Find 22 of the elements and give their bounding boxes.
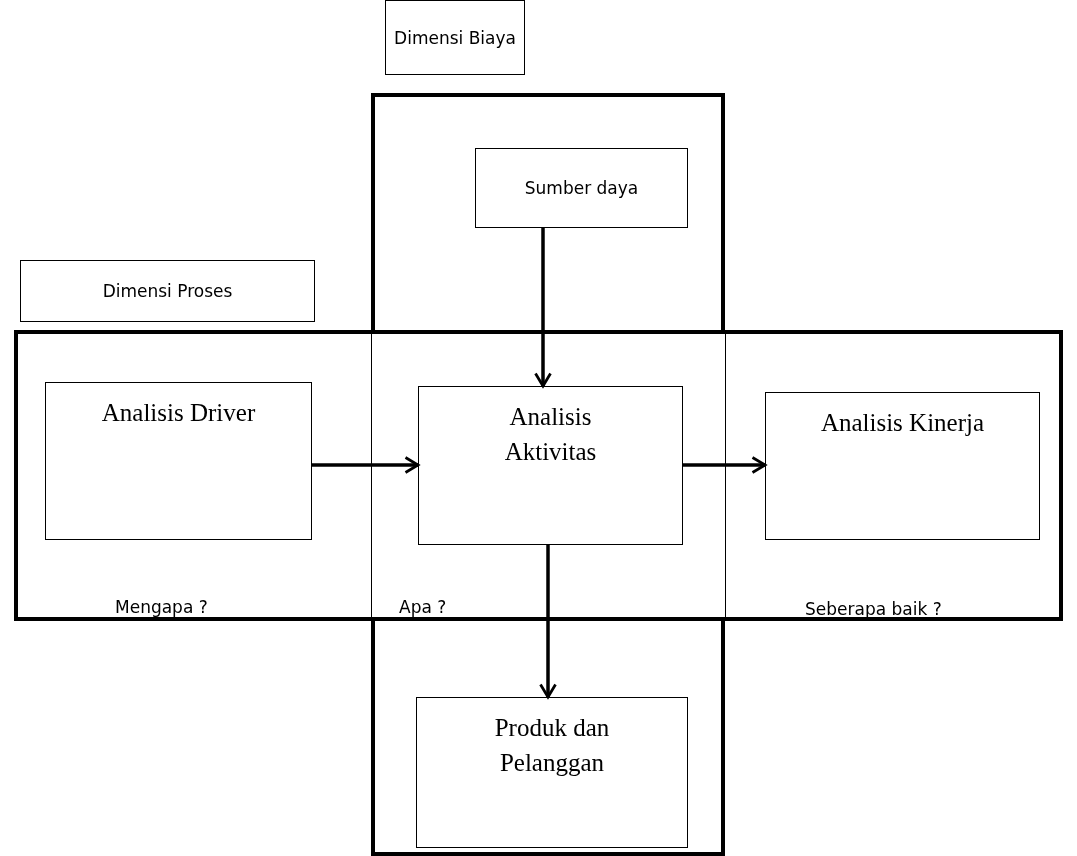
process-label: Analisis Aktivitas: [503, 402, 598, 467]
arrow: [312, 456, 420, 474]
column-label: Apa ?: [399, 597, 447, 617]
column-label: Seberapa baik ?: [805, 599, 942, 619]
arrow: [539, 545, 557, 699]
heading-label: Dimensi Biaya: [394, 27, 516, 48]
arrow: [534, 228, 552, 388]
process-box: [418, 386, 683, 545]
heading-box: [475, 148, 688, 228]
heading-box: [20, 260, 315, 322]
heading-label: Sumber daya: [524, 178, 639, 198]
process-label: Produk dan Pelanggan: [493, 713, 611, 778]
process-label: Analisis Kinerja: [819, 408, 986, 438]
heading-box: [385, 0, 525, 75]
process-box: [765, 392, 1040, 540]
dimension-band: [371, 93, 725, 856]
process-box: [45, 382, 312, 540]
column-label: Mengapa ?: [115, 597, 208, 617]
heading-label: Dimensi Proses: [102, 281, 233, 301]
arrow: [683, 456, 767, 474]
process-label: Analisis Driver: [100, 398, 257, 428]
process-box: [416, 697, 688, 848]
